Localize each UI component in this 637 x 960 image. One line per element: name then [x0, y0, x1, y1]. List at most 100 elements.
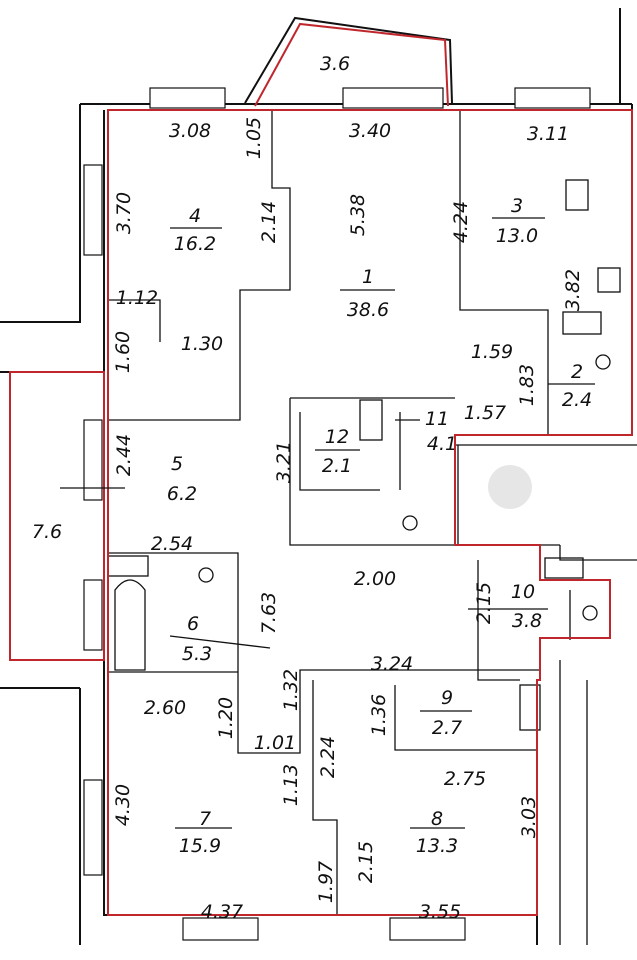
dimension-label: 1.57 [464, 402, 506, 424]
dimension-label: 2.15 [473, 582, 495, 624]
room-12: 122.1 [315, 426, 360, 477]
toilet-icon [595, 354, 611, 370]
room-2: 22.4 [548, 361, 595, 411]
room-8: 813.3 [410, 808, 465, 857]
dimension-label: 3.82 [562, 269, 584, 311]
dimension-label: 1.30 [181, 333, 223, 355]
window [182, 917, 259, 941]
dimension-label: 3.21 [273, 441, 295, 483]
dimension-label: 2.54 [151, 533, 193, 555]
room-area: 38.6 [347, 299, 389, 321]
room-10: 103.8 [468, 581, 548, 632]
dimension-label: 4.30 [112, 784, 134, 826]
apartment-outline [9, 22, 633, 916]
window [83, 419, 103, 501]
dimension-label: 1.36 [368, 694, 390, 736]
dimension-label: 7.6 [32, 521, 62, 543]
window [83, 164, 103, 256]
toilet-icon [582, 605, 598, 621]
room-11: 114.1 [395, 408, 457, 455]
dimension-label: 2.24 [317, 736, 339, 778]
dimension-label: 3.70 [113, 192, 135, 234]
dimension-labels: 3.6 3.08 1.05 3.40 3.11 3.70 2.14 5.38 4… [32, 53, 584, 923]
dimension-label: 3.24 [371, 653, 413, 675]
window [514, 87, 591, 109]
dimension-label: 1.13 [280, 764, 302, 806]
window [83, 779, 103, 876]
room-area: 2.1 [322, 455, 352, 477]
dimension-label: 3.6 [320, 53, 350, 75]
room-labels: 416.2 138.6 313.0 22.4 122.1 114.1 56.2 … [60, 195, 595, 857]
dimension-label: 1.01 [254, 732, 296, 754]
window [342, 87, 444, 109]
toilet-icon [402, 515, 418, 531]
room-area: 2.4 [562, 389, 592, 411]
radiator-icon [562, 311, 602, 335]
dimension-label: 4.24 [450, 201, 472, 243]
room-number: 2 [571, 361, 583, 383]
radiator-icon [107, 555, 149, 577]
dimension-label: 2.15 [355, 841, 377, 883]
room-area: 6.2 [167, 483, 197, 505]
toilet-icon [198, 567, 214, 583]
room-5: 56.2 [60, 453, 197, 505]
room-7: 715.9 [175, 808, 232, 857]
dimension-label: 3.11 [527, 123, 569, 145]
room-area: 15.9 [179, 835, 221, 857]
room-4: 416.2 [170, 205, 222, 255]
room-6: 65.3 [169, 613, 271, 665]
window [149, 87, 226, 109]
stove-icon [597, 267, 621, 293]
room-number: 3 [511, 195, 523, 217]
room-number: 9 [441, 687, 453, 709]
room-area: 2.7 [432, 717, 462, 739]
radiator-icon [519, 684, 541, 731]
dimension-label: 1.12 [116, 287, 158, 309]
room-area: 16.2 [174, 233, 216, 255]
room-number: 11 [425, 408, 449, 430]
room-number: 1 [362, 266, 374, 288]
dimension-label: 2.14 [258, 201, 280, 243]
room-number: 8 [431, 808, 443, 830]
radiator-icon [359, 399, 383, 441]
dimension-label: 2.75 [444, 768, 486, 790]
dimension-label: 7.63 [258, 592, 280, 634]
dimension-label: 1.83 [516, 364, 538, 406]
dimension-label: 1.60 [112, 331, 134, 373]
room-number: 4 [189, 205, 201, 227]
fixtures [107, 179, 621, 731]
room-area: 4.1 [427, 433, 457, 455]
window [83, 579, 103, 651]
dimension-label: 3.08 [169, 120, 211, 142]
dimension-label: 1.32 [280, 669, 302, 711]
sink-icon [565, 179, 589, 211]
room-number: 10 [511, 581, 535, 603]
room-1: 138.6 [340, 266, 395, 321]
radiator-icon [544, 557, 584, 579]
room-area: 5.3 [182, 643, 212, 665]
room-3: 313.0 [492, 195, 545, 247]
dimension-label: 1.59 [471, 341, 513, 363]
blurred-mark [488, 465, 532, 509]
dimension-label: 5.38 [347, 194, 369, 236]
window [389, 917, 466, 941]
dimension-label: 1.20 [215, 697, 237, 739]
dimension-label: 2.44 [113, 434, 135, 476]
room-number: 12 [325, 426, 349, 448]
room-area: 13.0 [496, 225, 538, 247]
dimension-label: 3.55 [419, 901, 461, 923]
room-area: 3.8 [512, 610, 542, 632]
dimension-label: 3.40 [349, 120, 391, 142]
dimension-label: 2.00 [354, 568, 396, 590]
room-area: 13.3 [416, 835, 458, 857]
dimension-label: 3.03 [518, 796, 540, 838]
dimension-label: 4.37 [201, 901, 243, 923]
dimension-label: 2.60 [144, 697, 186, 719]
room-number: 6 [187, 613, 199, 635]
dimension-label: 1.05 [243, 117, 265, 159]
windows [83, 87, 591, 941]
room-number: 7 [199, 808, 211, 830]
room-number: 5 [171, 453, 183, 475]
dimension-label: 1.97 [315, 861, 337, 903]
